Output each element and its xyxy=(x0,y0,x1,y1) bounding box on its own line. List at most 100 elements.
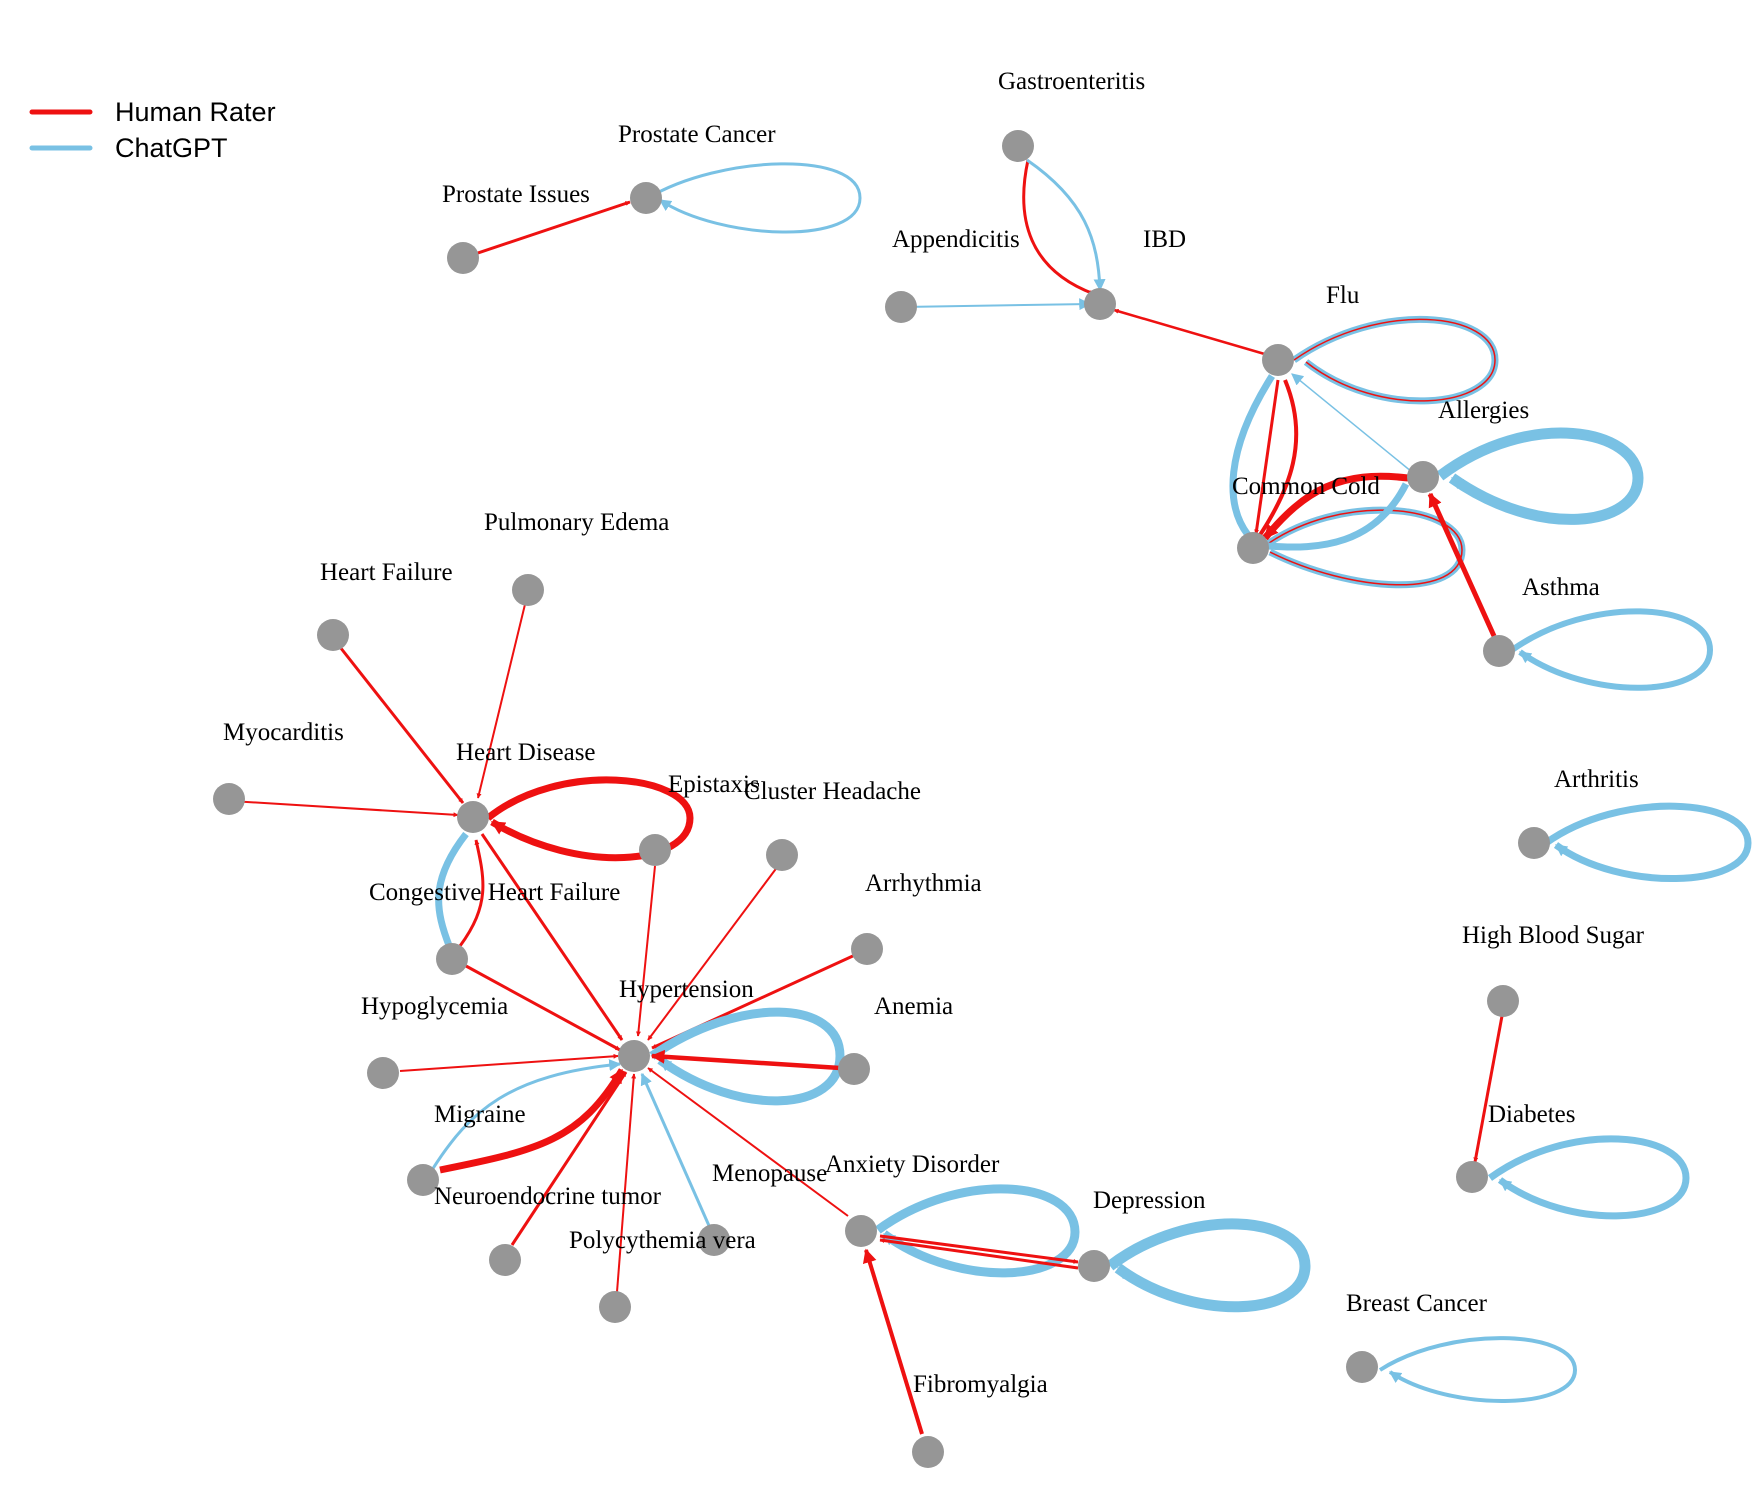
edge-myocarditis-to-heart-disease xyxy=(230,800,459,818)
edge-prostate-cancer-self-loop xyxy=(647,162,862,234)
edge-heart-disease-to-hypertension xyxy=(480,833,624,1041)
edge-hypoglycemia-to-hypertension xyxy=(399,1053,619,1072)
label-arrhythmia: Arrhythmia xyxy=(865,870,982,897)
edge-epistaxis-to-hypertension xyxy=(635,865,656,1037)
label-flu: Flu xyxy=(1326,282,1360,309)
node-heart-failure[interactable] xyxy=(317,619,349,651)
label-depression: Depression xyxy=(1093,1187,1206,1214)
edge-diabetes-self-loop xyxy=(1487,1135,1690,1220)
node-ibd[interactable] xyxy=(1084,288,1116,320)
node-labels: Prostate Issues Prostate Cancer Gastroen… xyxy=(223,68,1645,1398)
node-arthritis[interactable] xyxy=(1518,827,1550,859)
edge-flu-self-loop-human xyxy=(1293,318,1496,402)
edge-gastroenteritis-to-ibd-human xyxy=(1022,159,1095,296)
edge-appendicitis-to-ibd xyxy=(902,298,1092,311)
edge-anxiety-disorder-self-loop xyxy=(875,1184,1080,1278)
node-prostate-issues[interactable] xyxy=(447,242,479,274)
edge-allergies-to-flu xyxy=(1291,373,1413,473)
label-hypertension: Hypertension xyxy=(619,976,754,1003)
label-ibd: IBD xyxy=(1143,226,1186,253)
edge-flu-self-loop-chatgpt xyxy=(1291,315,1499,405)
label-prostate-issues: Prostate Issues xyxy=(442,181,590,208)
node-depression[interactable] xyxy=(1078,1250,1110,1282)
legend-item-chatgpt: ChatGPT xyxy=(29,133,228,163)
label-anemia: Anemia xyxy=(874,993,953,1020)
label-arthritis: Arthritis xyxy=(1554,766,1639,793)
edge-pulmonary-edema-to-heart-disease xyxy=(476,591,529,799)
node-diabetes[interactable] xyxy=(1456,1161,1488,1193)
edge-congestive-heart-failure-to-heart-disease xyxy=(458,839,485,947)
edge-depression-self-loop xyxy=(1106,1218,1311,1313)
label-high-blood-sugar: High Blood Sugar xyxy=(1462,922,1645,949)
node-pulmonary-edema[interactable] xyxy=(512,574,544,606)
label-asthma: Asthma xyxy=(1522,574,1600,601)
node-polycythemia-vera[interactable] xyxy=(599,1291,631,1323)
edge-high-blood-sugar-to-diabetes xyxy=(1473,1015,1504,1163)
label-diabetes: Diabetes xyxy=(1488,1101,1575,1128)
edge-migraine-to-hypertension-chatgpt xyxy=(430,1059,622,1171)
node-anemia[interactable] xyxy=(838,1053,870,1085)
label-epistaxis: Epistaxis xyxy=(668,771,760,798)
label-common-cold: Common Cold xyxy=(1232,473,1380,500)
legend-label-human-rater: Human Rater xyxy=(115,97,276,127)
edge-hypertension-self-loop xyxy=(649,1007,845,1106)
node-menopause[interactable] xyxy=(698,1224,730,1256)
label-heart-failure: Heart Failure xyxy=(320,559,453,586)
node-cluster-headache[interactable] xyxy=(766,839,798,871)
label-cluster-headache: Cluster Headache xyxy=(744,778,921,805)
node-myocarditis[interactable] xyxy=(213,783,245,815)
edge-depression-to-anxiety-disorder xyxy=(879,1238,1079,1270)
edge-arthritis-self-loop xyxy=(1543,802,1752,882)
node-epistaxis[interactable] xyxy=(639,834,671,866)
node-appendicitis[interactable] xyxy=(885,291,917,323)
label-menopause: Menopause xyxy=(712,1160,827,1187)
node-congestive-heart-failure[interactable] xyxy=(436,943,468,975)
node-neuroendocrine-tumor[interactable] xyxy=(489,1244,521,1276)
edge-fibromyalgia-to-anxiety-disorder xyxy=(862,1248,924,1435)
edge-flu-to-ibd xyxy=(1113,308,1269,357)
label-fibromyalgia: Fibromyalgia xyxy=(913,1371,1048,1398)
label-allergies: Allergies xyxy=(1438,397,1529,424)
node-allergies[interactable] xyxy=(1407,461,1439,493)
edge-asthma-self-loop xyxy=(1510,608,1714,691)
edge-migraine-to-hypertension-human xyxy=(439,1068,626,1174)
edge-gastroenteritis-to-ibd-chatgpt xyxy=(1026,158,1106,292)
node-anxiety-disorder[interactable] xyxy=(845,1215,877,1247)
edge-asthma-to-allergies xyxy=(1427,492,1497,638)
label-migraine: Migraine xyxy=(434,1101,526,1128)
node-hypoglycemia[interactable] xyxy=(367,1057,399,1089)
node-arrhythmia[interactable] xyxy=(851,933,883,965)
node-hypertension[interactable] xyxy=(618,1040,650,1072)
node-gastroenteritis[interactable] xyxy=(1002,130,1034,162)
label-appendicitis: Appendicitis xyxy=(892,226,1020,253)
label-gastroenteritis: Gastroenteritis xyxy=(998,68,1145,95)
node-flu[interactable] xyxy=(1262,344,1294,376)
edge-breast-cancer-self-loop xyxy=(1378,1336,1578,1403)
edge-prostate-issues-to-prostate-cancer xyxy=(462,200,631,260)
label-anxiety-disorder: Anxiety Disorder xyxy=(825,1151,1000,1178)
edge-flu-to-common-cold-human-b xyxy=(1254,379,1280,535)
edge-flu-to-common-cold-chatgpt xyxy=(1229,374,1275,538)
node-migraine[interactable] xyxy=(407,1164,439,1196)
node-common-cold[interactable] xyxy=(1237,532,1269,564)
edge-allergies-to-common-cold-chatgpt xyxy=(1267,482,1410,551)
node-breast-cancer[interactable] xyxy=(1346,1351,1378,1383)
nodes xyxy=(213,130,1550,1468)
edge-flu-to-common-cold-human-a xyxy=(1256,379,1299,540)
label-polycythemia-vera: Polycythemia vera xyxy=(569,1227,756,1254)
edge-heart-failure-to-heart-disease xyxy=(338,646,465,804)
node-fibromyalgia[interactable] xyxy=(912,1436,944,1468)
label-breast-cancer: Breast Cancer xyxy=(1346,1290,1488,1317)
node-asthma[interactable] xyxy=(1483,635,1515,667)
edge-cluster-headache-to-hypertension xyxy=(647,865,779,1041)
edge-anxiety-disorder-to-hypertension xyxy=(647,1067,849,1217)
edge-heart-disease-to-congestive-heart-failure xyxy=(435,831,469,950)
node-prostate-cancer[interactable] xyxy=(630,182,662,214)
label-myocarditis: Myocarditis xyxy=(223,719,344,746)
node-heart-disease[interactable] xyxy=(457,801,489,833)
edges xyxy=(230,158,1752,1435)
edge-polycythemia-vera-to-hypertension xyxy=(616,1073,637,1293)
node-high-blood-sugar[interactable] xyxy=(1487,985,1519,1017)
legend: Human Rater ChatGPT xyxy=(29,97,276,163)
